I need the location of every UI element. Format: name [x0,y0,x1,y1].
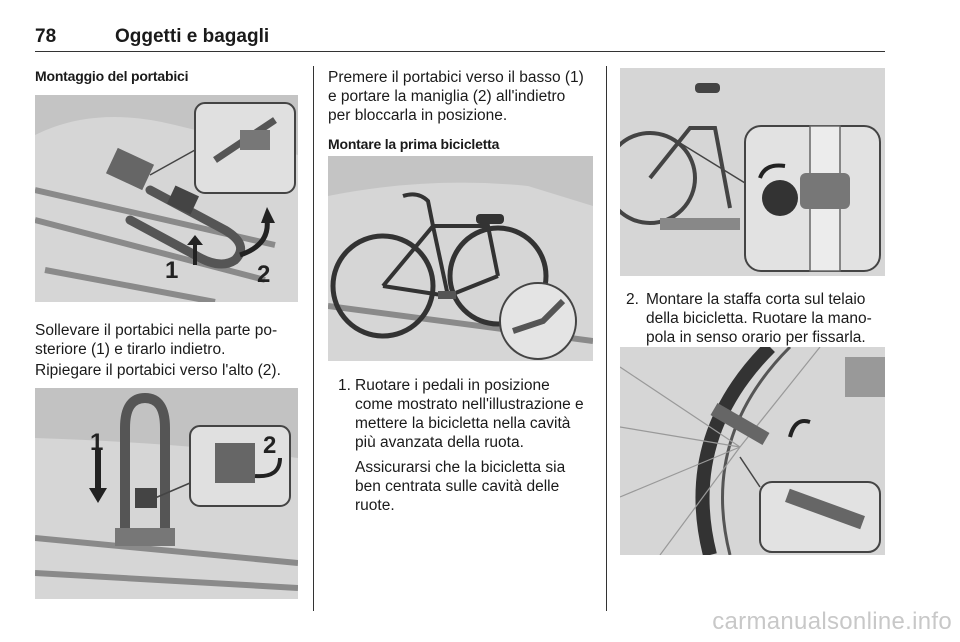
step-2-text: Montare la staffa corta sul telaio della… [646,291,872,346]
section-heading-first-bike: Montare la prima bicicletta [328,136,500,152]
step-2-number: 2. [626,291,639,308]
step-1-text: Ruotare i pedali in posizione come mostr… [355,377,584,451]
step-1-note: Assicurarsi che la bicicletta sia ben ce… [355,459,566,514]
column-divider-2 [606,66,607,611]
illustration-frame-clamp [620,68,885,276]
watermark-url: carmanualsonline.info [712,608,952,635]
callout-1: 1 [165,257,178,284]
page-header: 78 Oggetti e bagagli [35,22,885,52]
section-heading-mounting: Montaggio del portabici [35,68,189,84]
callout-2: 2 [263,432,276,459]
illustration-fold-rack: 1 2 [35,388,298,599]
illustration-lift-rack: 1 2 [35,95,298,302]
illustration-wheel-strap [620,347,885,555]
para-lift-rack: Sollevare il portabici nella parte po- s… [35,322,278,358]
callout-2: 2 [257,261,270,288]
para-fold-rack: Ripiegare il portabici verso l'alto (2). [35,362,281,379]
page-number: 78 [35,26,57,47]
callout-1: 1 [90,429,103,456]
para-press-rack: Premere il portabici verso il basso (1) … [328,69,584,124]
step-1-number: 1. [338,377,351,394]
illustration-bike-on-rack [328,156,593,361]
page-title: Oggetti e bagagli [115,26,270,47]
column-divider-1 [313,66,314,611]
